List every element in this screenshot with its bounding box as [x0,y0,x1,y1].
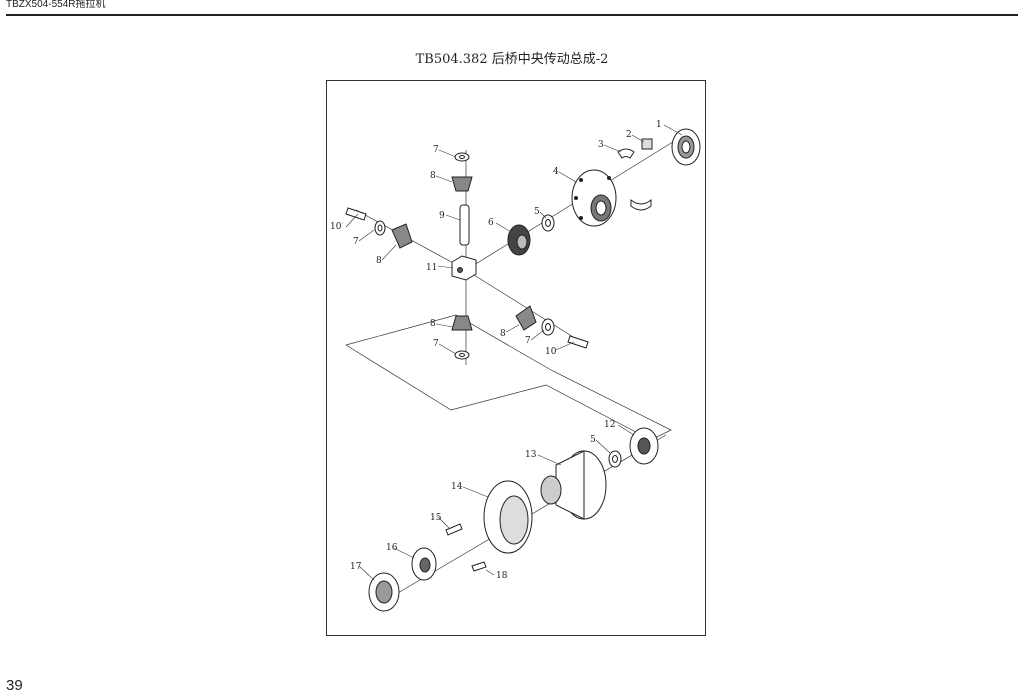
callout-15: 15 [430,513,442,523]
part-17-bearing [368,572,400,612]
part-14-crown-gear [483,480,533,554]
callout-8-bottom: 8 [430,319,436,329]
callout-1: 1 [656,120,662,130]
part-7-washers [374,152,555,360]
callout-6: 6 [488,218,494,228]
callout-11: 11 [426,263,437,273]
part-9-shaft [459,204,470,246]
part-6-side-gear [507,224,531,256]
callout-8-left: 8 [376,256,382,266]
callout-5-lower: 5 [590,435,596,445]
part-3-lock-plate [617,148,652,211]
callout-5-upper: 5 [534,207,540,217]
part-5-washer-lower [608,450,622,468]
callout-4: 4 [553,167,559,177]
header-rule [6,14,1018,16]
callout-10-left: 10 [330,222,342,232]
part-16-flange [411,547,437,581]
part-1-bearing [671,128,701,166]
part-12-hub [629,427,659,465]
callout-10-right: 10 [545,347,557,357]
callout-18: 18 [496,571,508,581]
page-number: 39 [6,677,23,694]
callout-12: 12 [604,420,615,430]
part-15-bolt [445,523,463,536]
callout-7-right: 7 [525,336,531,346]
part-10-pins [345,207,589,349]
part-5-washer-upper [541,214,555,232]
part-8-pinion-gears [391,176,537,331]
callout-14: 14 [451,482,463,492]
callout-7-bottom: 7 [433,339,439,349]
callout-17: 17 [350,562,362,572]
callout-7-left: 7 [353,237,359,247]
callout-3: 3 [598,140,604,150]
callout-8-right: 8 [500,329,506,339]
part-18-bolt [471,561,487,572]
part-11-cross-block [451,255,477,281]
callout-8-top: 8 [430,171,436,181]
part-2-nut [641,138,653,150]
callout-16: 16 [386,543,398,553]
figure-title: TB504.382 后桥中央传动总成-2 [415,52,609,67]
figure-frame [326,80,706,636]
part-4-flange [571,169,617,227]
callout-13: 13 [525,450,537,460]
callout-2: 2 [626,130,632,140]
part-13-housing [540,450,607,520]
callout-9: 9 [439,211,445,221]
callout-7-top: 7 [433,145,439,155]
exploded-parts-diagram: 1 2 3 4 5 6 7 8 9 10 7 8 11 8 7 8 7 10 1… [330,120,701,612]
running-header: TBZX504-554R拖拉机 [6,0,106,10]
